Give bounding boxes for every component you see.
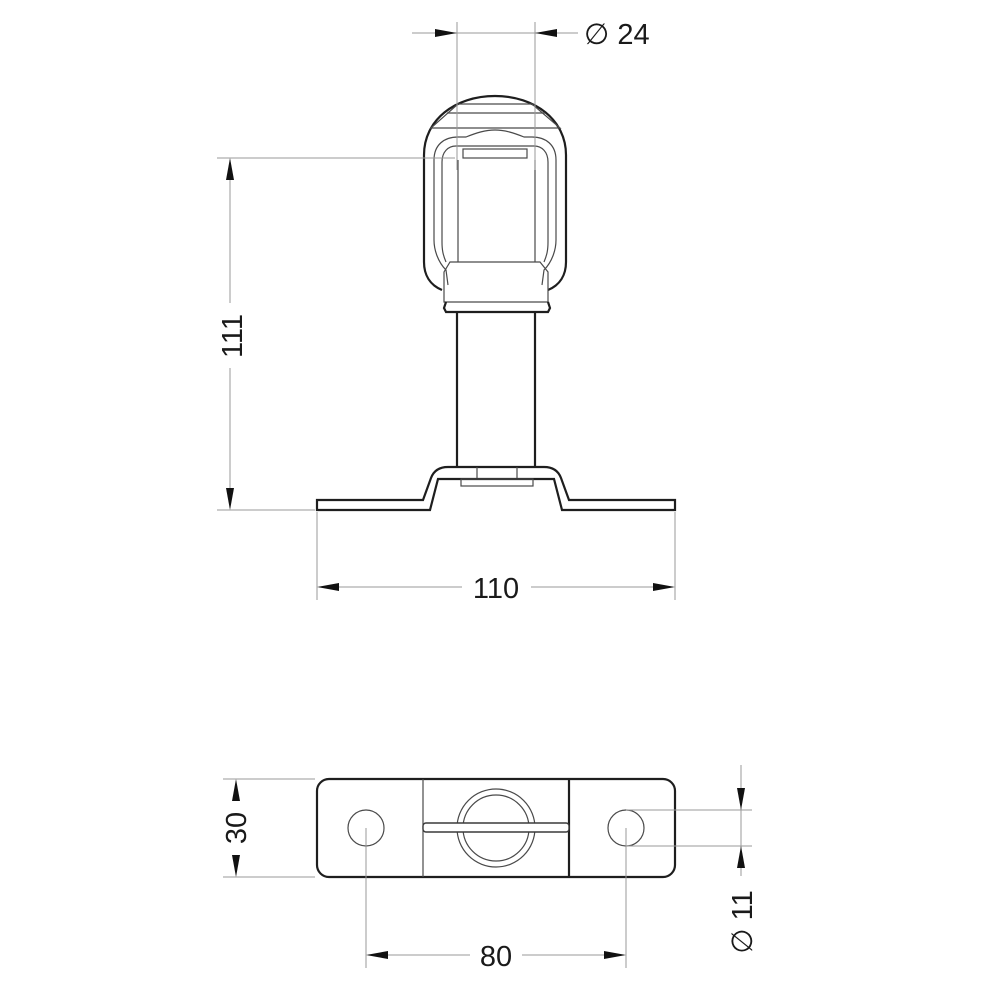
side-elevation-view: ∅ 24 111 110 bbox=[217, 19, 677, 605]
dimension-label-base-width: 110 bbox=[473, 573, 519, 605]
dimension-label-lens-diameter: ∅ 24 bbox=[584, 19, 650, 51]
stem bbox=[455, 312, 537, 467]
dimension-base-width: 110 bbox=[316, 512, 676, 605]
top-plan-view: 30 80 ∅ 11 bbox=[221, 765, 759, 973]
dimension-hole-spacing: 80 bbox=[365, 828, 627, 973]
dimension-base-depth: 30 bbox=[221, 778, 315, 878]
base-bracket bbox=[315, 465, 677, 512]
dimension-hole-diameter: ∅ 11 bbox=[626, 765, 759, 954]
dimension-label-height: 111 bbox=[217, 314, 249, 358]
lamp-head bbox=[422, 94, 568, 314]
dimension-label-base-depth: 30 bbox=[221, 812, 253, 844]
dimension-label-hole-diameter: ∅ 11 bbox=[727, 890, 759, 953]
base-plate-outline bbox=[315, 777, 677, 879]
dimension-lens-diameter: ∅ 24 bbox=[412, 19, 650, 170]
dimension-height: 111 bbox=[217, 157, 455, 511]
cross-bar bbox=[422, 822, 570, 833]
dimension-label-hole-spacing: 80 bbox=[480, 941, 512, 973]
